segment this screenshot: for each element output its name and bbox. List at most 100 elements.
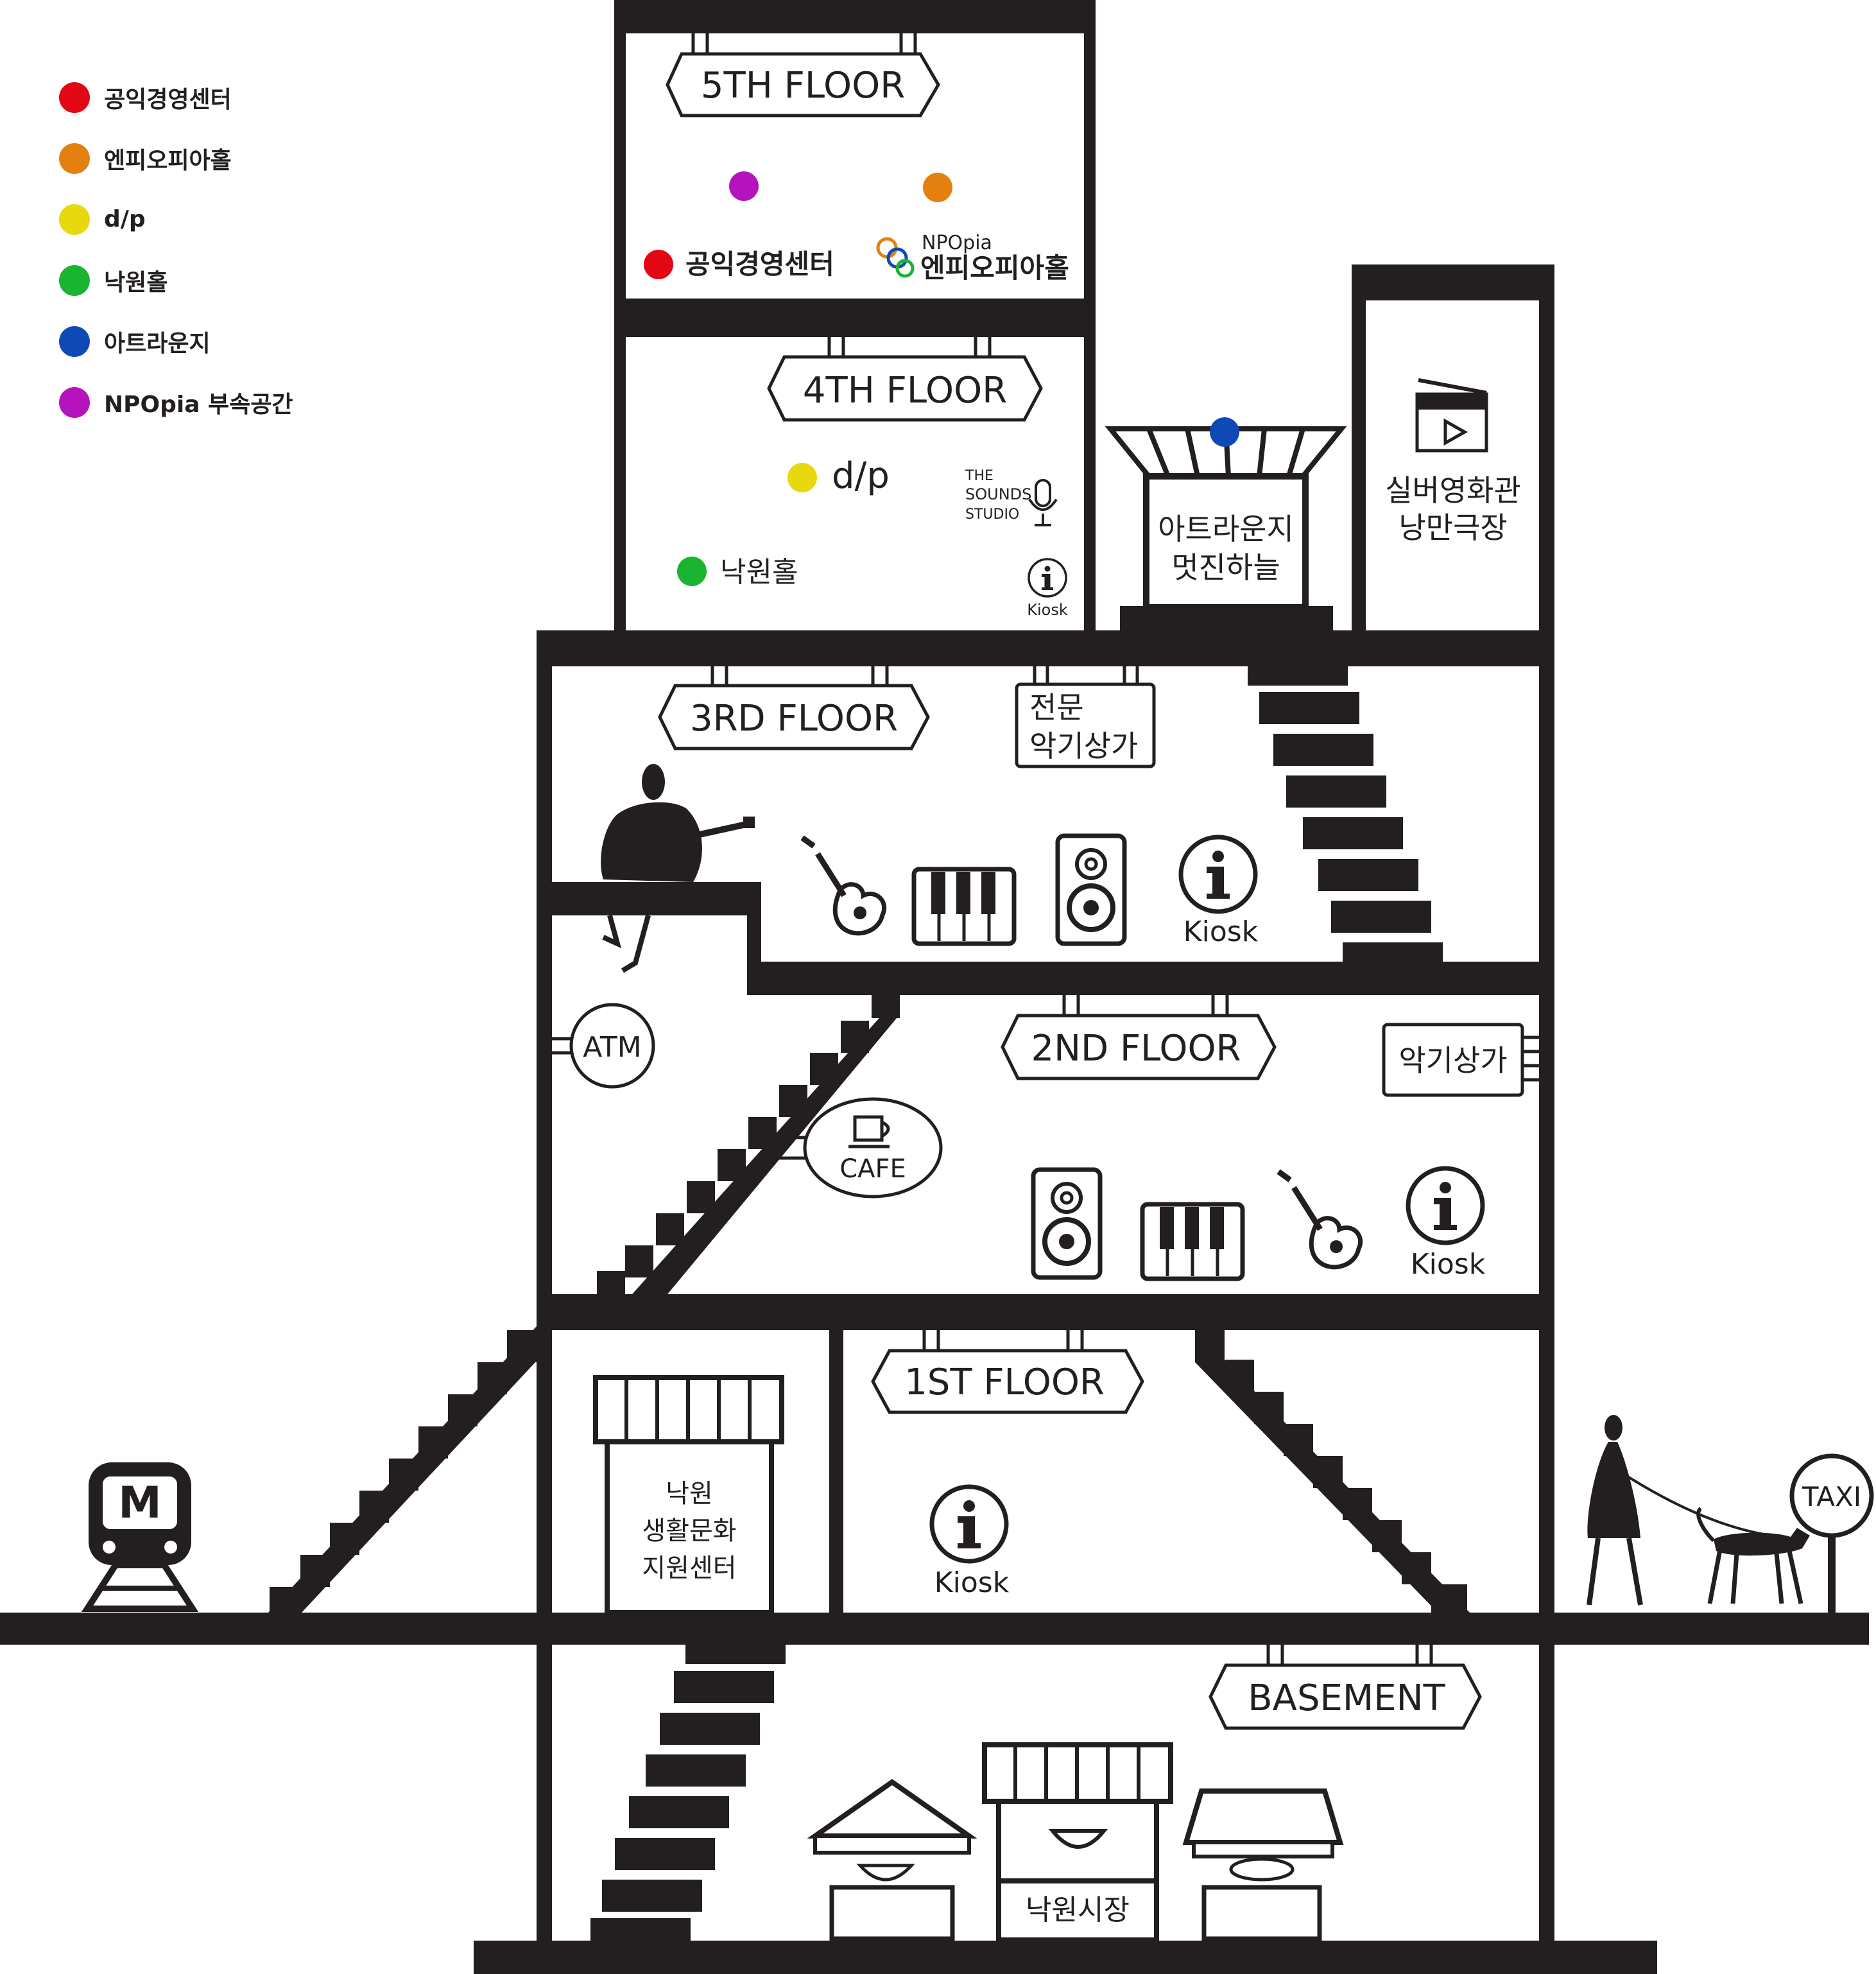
pro-instrument-shop-sign: 전문 악기상가 bbox=[1015, 666, 1156, 768]
fruit-stall bbox=[807, 1779, 977, 1941]
legend-item: NPOpia 부속공간 bbox=[59, 372, 329, 433]
kiosk-icon-1f bbox=[932, 1487, 1006, 1561]
guitar-icon-3f bbox=[802, 838, 884, 933]
market-label: 낙원시장 bbox=[1026, 1894, 1130, 1926]
support-center-line-2: 생활문화 bbox=[642, 1516, 736, 1546]
basement-floor bbox=[474, 1941, 1657, 1974]
instrument-shop-label: 악기상가 bbox=[1398, 1043, 1507, 1078]
legend-label: 낙원홀 bbox=[104, 269, 168, 296]
silver-cinema-line-1: 실버영화관 bbox=[1385, 473, 1521, 508]
metro-label: M bbox=[118, 1478, 162, 1528]
floor-3-label: 3RD FLOOR bbox=[690, 698, 898, 740]
floor-5-label: 5TH FLOOR bbox=[701, 65, 905, 107]
art-lounge-line-1: 아트라운지 bbox=[1158, 512, 1294, 546]
legend-dot bbox=[59, 325, 90, 357]
stairs-2f-to-3f bbox=[597, 995, 900, 1294]
art-lounge-pavilion: 아트라운지 멋진하늘 bbox=[1105, 426, 1347, 610]
nakwon-hall-marker bbox=[677, 557, 707, 586]
cafe-label: CAFE bbox=[839, 1154, 906, 1184]
atm-sign: ATM bbox=[552, 1003, 655, 1089]
kiosk-label-3f: Kiosk bbox=[1183, 915, 1259, 948]
legend-item: 낙원홀 bbox=[59, 250, 329, 311]
speaker-icon-3f bbox=[1058, 836, 1124, 944]
dog-walker-figure bbox=[1587, 1415, 1810, 1606]
ground-line bbox=[0, 1613, 1869, 1645]
kiosk-icon-2f bbox=[1408, 1168, 1483, 1243]
instrument-shop-sign: 악기상가 bbox=[1382, 1023, 1539, 1097]
basement-sign: BASEMENT bbox=[1209, 1645, 1482, 1730]
speaker-icon-2f bbox=[1033, 1170, 1100, 1277]
floor-3-sign: 3RD FLOOR bbox=[658, 666, 930, 750]
public-center-label: 공익경영센터 bbox=[685, 248, 834, 280]
floor-2-label: 2ND FLOOR bbox=[1031, 1028, 1241, 1069]
npopia-logo: NPOpia bbox=[876, 232, 992, 278]
support-center-line-3: 지원센터 bbox=[642, 1554, 736, 1583]
basement-label: BASEMENT bbox=[1248, 1677, 1445, 1719]
npopia-hall-label: 엔피오피아홀 bbox=[920, 252, 1069, 284]
taxi-label: TAXI bbox=[1802, 1481, 1861, 1512]
floor-1-label: 1ST FLOOR bbox=[904, 1362, 1105, 1403]
kiosk-icon-3f bbox=[1181, 837, 1255, 912]
sounds-studio-line-1: THE bbox=[965, 468, 994, 484]
stairs-3f-to-4f bbox=[1248, 666, 1443, 962]
nakwon-hall-label: 낙원홀 bbox=[720, 556, 798, 589]
legend-dot bbox=[59, 264, 90, 296]
guitar-icon-2f bbox=[1278, 1172, 1361, 1267]
legend-dot bbox=[59, 203, 90, 235]
support-center-booth: 낙원 생활문화 지원센터 bbox=[593, 1375, 784, 1615]
floor-5-sign: 5TH FLOOR bbox=[666, 33, 940, 117]
floor-4-label: 4TH FLOOR bbox=[803, 370, 1007, 411]
dp-marker bbox=[787, 463, 817, 492]
taxi-stop-sign: TAXI bbox=[1789, 1453, 1874, 1613]
silver-cinema-line-2: 낭만극장 bbox=[1398, 510, 1507, 545]
kiosk-icon-4f bbox=[1028, 558, 1067, 598]
legend-label: 아트라운지 bbox=[104, 330, 211, 357]
public-center-marker bbox=[644, 250, 673, 279]
stairs-basement bbox=[590, 1645, 786, 1941]
sounds-studio-line-3: STUDIO bbox=[965, 506, 1019, 523]
legend-item: 아트라운지 bbox=[59, 311, 329, 372]
dp-label: d/p bbox=[832, 455, 890, 497]
legend-label: 엔피오피아홀 bbox=[104, 147, 232, 174]
microphone-icon bbox=[1035, 479, 1051, 507]
noodle-bowl-icon bbox=[1048, 1829, 1108, 1849]
art-lounge-marker bbox=[1210, 417, 1239, 447]
stairs-street-to-2f bbox=[268, 1326, 537, 1613]
silver-cinema: 실버영화관 낭만극장 bbox=[1385, 378, 1521, 545]
atm-label: ATM bbox=[583, 1031, 642, 1064]
piano-icon-3f bbox=[914, 869, 1014, 944]
legend-label: 공익경영센터 bbox=[104, 86, 232, 113]
support-center-line-1: 낙원 bbox=[666, 1479, 713, 1509]
guitarist-figure bbox=[552, 764, 757, 973]
legend-dot bbox=[59, 386, 90, 418]
sounds-studio-logo: THE SOUNDS STUDIO bbox=[965, 468, 1058, 526]
npopia-annex-marker bbox=[729, 171, 759, 201]
kiosk-label-2f: Kiosk bbox=[1411, 1248, 1486, 1281]
npopia-logo-text: NPOpia bbox=[922, 232, 992, 254]
fish-icon bbox=[1229, 1857, 1295, 1882]
stairs-1f-right bbox=[1195, 1330, 1470, 1613]
coffee-cup-icon bbox=[853, 1115, 884, 1142]
legend-dot bbox=[59, 143, 90, 174]
floor-1-sign: 1ST FLOOR bbox=[871, 1330, 1144, 1414]
piano-icon-2f bbox=[1142, 1204, 1243, 1279]
sounds-studio-line-2: SOUNDS bbox=[965, 485, 1031, 503]
kiosk-label-4f: Kiosk bbox=[1027, 601, 1068, 619]
pro-shop-line-2: 악기상가 bbox=[1029, 729, 1138, 763]
floor-4-sign: 4TH FLOOR bbox=[767, 337, 1043, 422]
kiosk-label-1f: Kiosk bbox=[934, 1566, 1010, 1599]
fish-stall bbox=[1182, 1788, 1344, 1941]
pro-shop-line-1: 전문 bbox=[1029, 690, 1084, 725]
metro-train-icon: M bbox=[81, 1462, 199, 1612]
cafe-sign: CAFE bbox=[756, 1097, 943, 1199]
legend-item: 공익경영센터 bbox=[59, 67, 329, 128]
art-lounge-line-2: 멋진하늘 bbox=[1171, 550, 1280, 585]
legend-item: 엔피오피아홀 bbox=[59, 128, 329, 189]
legend-dot bbox=[59, 82, 90, 113]
watermelon-icon bbox=[856, 1864, 915, 1882]
floor-2-sign: 2ND FLOOR bbox=[1001, 995, 1277, 1080]
legend-label: d/p bbox=[104, 206, 146, 232]
noodle-stall: 낙원시장 bbox=[982, 1742, 1173, 1943]
